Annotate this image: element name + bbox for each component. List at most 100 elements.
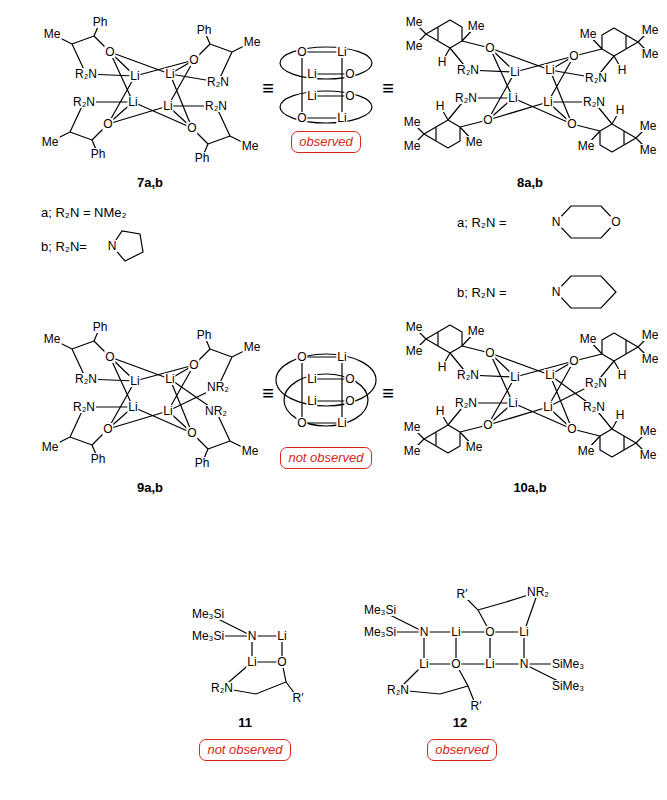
atom-label: Li xyxy=(164,68,175,80)
ligand-loop xyxy=(280,47,372,79)
status-text: observed xyxy=(299,134,352,149)
atom-label: Li xyxy=(518,626,529,638)
atom-label: R₂N xyxy=(74,373,98,385)
bond-lines xyxy=(380,592,568,706)
legend-line: b; R₂N = xyxy=(456,286,507,299)
atom-label: O xyxy=(450,658,461,670)
atom-label: O xyxy=(276,656,287,668)
ligand-skeleton xyxy=(574,333,650,383)
atom-label: R₂N xyxy=(582,401,606,413)
atom-label: Me xyxy=(43,28,62,40)
compound-number: 11 xyxy=(237,716,253,729)
atom-label: Li xyxy=(306,373,317,385)
cartoon-lines xyxy=(302,52,350,118)
atom-label: Me xyxy=(639,449,658,461)
bond-lines xyxy=(466,353,596,429)
atom-label: N xyxy=(247,630,258,642)
atom-label: N xyxy=(551,286,562,298)
status-text: not observed xyxy=(288,450,363,465)
atom-label: Me xyxy=(43,333,62,345)
atom-label: Me xyxy=(577,445,596,457)
atom-label: Li xyxy=(246,656,257,668)
legend-line: a; R₂N = xyxy=(456,216,507,229)
bond-lines xyxy=(84,52,218,128)
atom-label: Me xyxy=(641,24,660,36)
atom-label: H xyxy=(617,64,628,76)
atom-label: Li xyxy=(336,417,347,429)
ligand-skeleton xyxy=(412,98,488,148)
ligand-skeleton xyxy=(572,407,648,457)
atom-label: Li xyxy=(484,658,495,670)
atom-label: Ph xyxy=(90,453,107,465)
atom-label: H xyxy=(435,405,446,417)
atom-label: Li xyxy=(542,96,553,108)
atom-label: Li xyxy=(306,395,317,407)
atom-label: R₂N xyxy=(584,72,608,84)
atom-label: O xyxy=(344,90,355,102)
status-text: not observed xyxy=(207,742,282,757)
atom-label: Li xyxy=(418,658,429,670)
compound-number: 12 xyxy=(452,716,468,729)
atom-label: Me xyxy=(467,20,486,32)
ligand-skeleton xyxy=(412,403,488,453)
atom-label: Li xyxy=(129,70,140,82)
atom-label: Li xyxy=(162,100,173,112)
atom-label: O xyxy=(610,216,621,228)
compound-number: 8a,b xyxy=(516,176,544,189)
atom-label: Me₃Si xyxy=(191,608,225,620)
atom-label: Ph xyxy=(90,148,107,160)
atom-label: Li xyxy=(544,64,555,76)
atom-label: R₂N xyxy=(584,377,608,389)
atom-label: Me₃Si xyxy=(191,630,225,642)
atom-label: O xyxy=(104,351,115,363)
atom-label: NR₂ xyxy=(526,586,550,598)
atom-label: O xyxy=(344,68,355,80)
atom-label: O xyxy=(566,423,577,435)
atom-label: Li xyxy=(164,373,175,385)
atom-label: Me xyxy=(465,136,484,148)
ligand-skeleton xyxy=(414,20,490,70)
atom-label: Ph xyxy=(92,16,109,28)
atom-label: NR₂ xyxy=(206,381,230,393)
atom-label: Me xyxy=(467,325,486,337)
atom-label: O xyxy=(568,50,579,62)
atom-label: Me xyxy=(579,28,598,40)
atom-label: R₂N xyxy=(454,397,478,409)
atom-label: R₂N xyxy=(72,96,96,108)
atom-label: Me xyxy=(641,353,660,365)
atom-label: O xyxy=(104,46,115,58)
bond-lines xyxy=(208,614,298,698)
atom-label: O xyxy=(296,417,307,429)
bond-lines xyxy=(84,357,218,433)
atom-label: Li xyxy=(507,397,518,409)
atom-label: Me xyxy=(405,16,424,28)
atom-label: Ph xyxy=(196,24,213,36)
atom-label: SiMe₃ xyxy=(551,680,585,692)
compound-number: 10a,b xyxy=(512,481,547,494)
atom-label: Me xyxy=(639,120,658,132)
atom-label: Ph xyxy=(92,321,109,333)
ligand-loop xyxy=(280,91,372,123)
atom-label: O xyxy=(188,54,199,66)
legend-line: b; R₂N= xyxy=(40,240,88,253)
atom-label: Me xyxy=(403,140,422,152)
atom-label: Ph xyxy=(194,152,211,164)
atom-label: R₂N xyxy=(456,64,480,76)
equivalence-sign: ≡ xyxy=(261,383,275,403)
ligand-skeleton xyxy=(572,102,648,152)
atom-label: Li xyxy=(507,92,518,104)
status-text: observed xyxy=(435,742,488,757)
atom-label: O xyxy=(102,423,113,435)
ligand-skeleton xyxy=(574,28,650,78)
atom-label: H xyxy=(435,100,446,112)
atom-label: N xyxy=(419,626,430,638)
atom-label: Me xyxy=(577,140,596,152)
atom-label: O xyxy=(186,427,197,439)
status-box: observed xyxy=(427,739,496,761)
atom-label: Li xyxy=(276,630,287,642)
atom-label: Me xyxy=(403,116,422,128)
atom-label: Li xyxy=(544,369,555,381)
atom-label: R₂N xyxy=(386,684,410,696)
atom-label: R₂N xyxy=(204,100,228,112)
atom-label: NR₂ xyxy=(204,405,228,417)
